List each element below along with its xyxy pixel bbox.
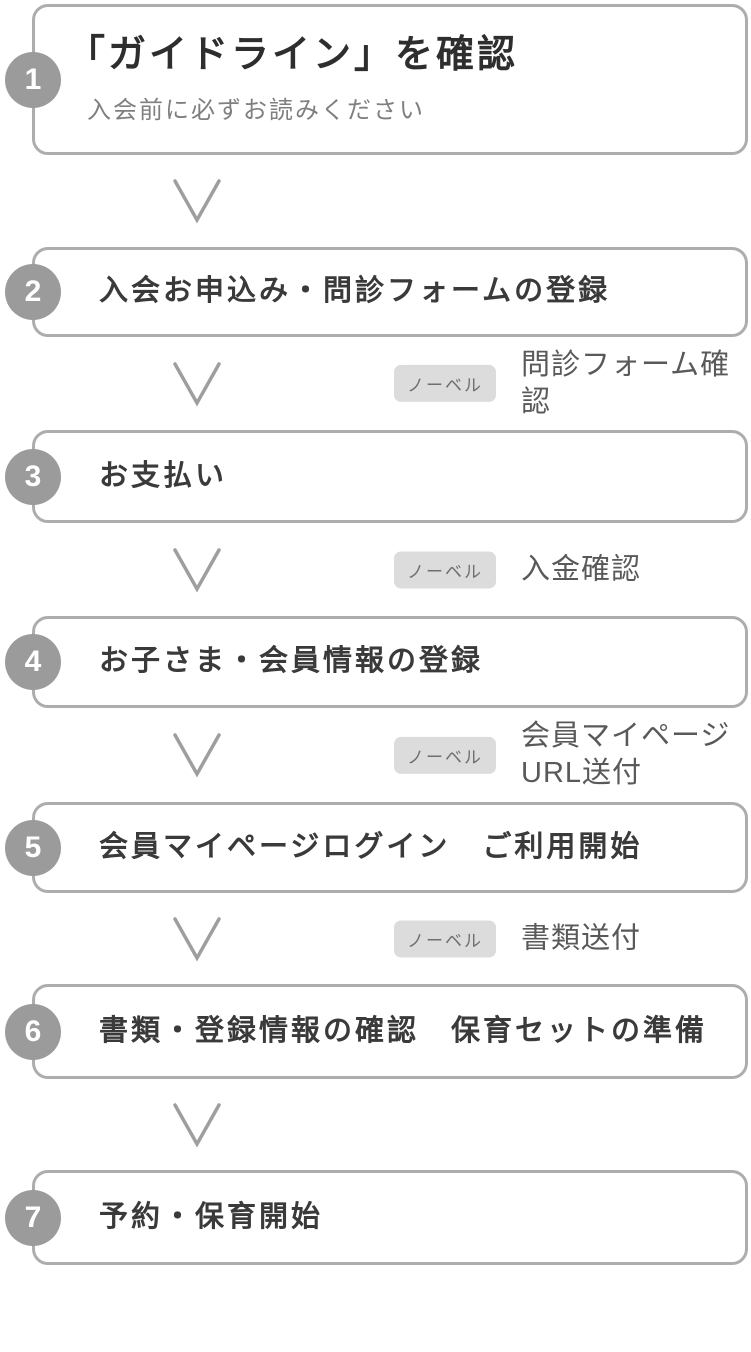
- step-number: 5: [24, 830, 42, 864]
- company-badge: ノーベル: [394, 550, 496, 588]
- step-box-4: 4 お子さま・会員情報の登録: [5, 616, 748, 708]
- connector-note-label: 会員マイページ URL送付: [521, 719, 731, 789]
- step-box-5: 5 会員マイページログイン ご利用開始: [5, 802, 748, 893]
- step-title: 書類・登録情報の確認 保育セットの準備: [99, 1014, 708, 1047]
- step-title: お子さま・会員情報の登録: [99, 645, 484, 678]
- step-box-7: 7 予約・保育開始: [5, 1170, 748, 1265]
- connector-note: ノーベル 会員マイページ URL送付: [394, 718, 730, 792]
- step-title: 入会お申込み・問診フォームの登録: [99, 275, 611, 308]
- chevron-down-icon: [173, 733, 221, 778]
- chevron-down-icon: [173, 179, 221, 224]
- step-box-2: 2 入会お申込み・問診フォームの登録: [5, 247, 748, 337]
- company-badge: ノーベル: [394, 919, 496, 957]
- connector-note: ノーベル 入金確認: [394, 550, 642, 588]
- enrollment-flow: 1 「ガイドライン」を確認 入会前に必ずお読みください 2 入会お申込み・問診フ…: [0, 4, 751, 1265]
- connector-note-label: 問診フォーム確認: [521, 348, 731, 418]
- connector-4: ノーベル 会員マイページ URL送付: [0, 708, 751, 802]
- connector-1: [0, 155, 751, 247]
- step-box-1: 1 「ガイドライン」を確認 入会前に必ずお読みください: [5, 4, 748, 155]
- step-title: 会員マイページログイン ご利用開始: [99, 830, 643, 863]
- connector-note: ノーベル 問診フォーム確認: [394, 346, 751, 420]
- step-title: 予約・保育開始: [99, 1200, 324, 1233]
- chevron-down-icon: [173, 916, 221, 962]
- step-number-badge: 1: [5, 51, 61, 108]
- step-box-6: 6 書類・登録情報の確認 保育セットの準備: [5, 984, 748, 1079]
- step-box-3: 3 お支払い: [5, 430, 748, 523]
- chevron-down-icon: [173, 361, 221, 407]
- step-title: お支払い: [99, 459, 228, 492]
- step-number-badge: 2: [5, 264, 61, 320]
- chevron-down-icon: [173, 1102, 221, 1148]
- step-number: 4: [24, 645, 42, 678]
- chevron-down-icon: [173, 547, 221, 593]
- connector-3: ノーベル 入金確認: [0, 523, 751, 616]
- step-number-badge: 4: [5, 634, 61, 690]
- connector-2: ノーベル 問診フォーム確認: [0, 337, 751, 430]
- step-number: 1: [24, 62, 42, 96]
- step-number: 2: [24, 275, 42, 308]
- step-number-badge: 3: [5, 448, 61, 505]
- company-badge: ノーベル: [394, 365, 496, 402]
- step-subtitle: 入会前に必ずお読みください: [87, 96, 425, 124]
- step-number: 3: [24, 459, 42, 493]
- step-number-badge: 5: [5, 819, 61, 876]
- connector-note-label: 書類送付: [521, 921, 642, 954]
- step-number-badge: 7: [5, 1189, 61, 1246]
- step-title: 「ガイドライン」を確認: [67, 34, 519, 77]
- connector-note: ノーベル 書類送付: [394, 919, 642, 957]
- step-number: 6: [24, 1014, 42, 1048]
- company-badge: ノーベル: [394, 736, 496, 774]
- connector-note-label: 入金確認: [521, 552, 642, 585]
- step-number: 7: [24, 1200, 42, 1234]
- connector-5: ノーベル 書類送付: [0, 893, 751, 984]
- connector-6: [0, 1079, 751, 1170]
- step-number-badge: 6: [5, 1003, 61, 1060]
